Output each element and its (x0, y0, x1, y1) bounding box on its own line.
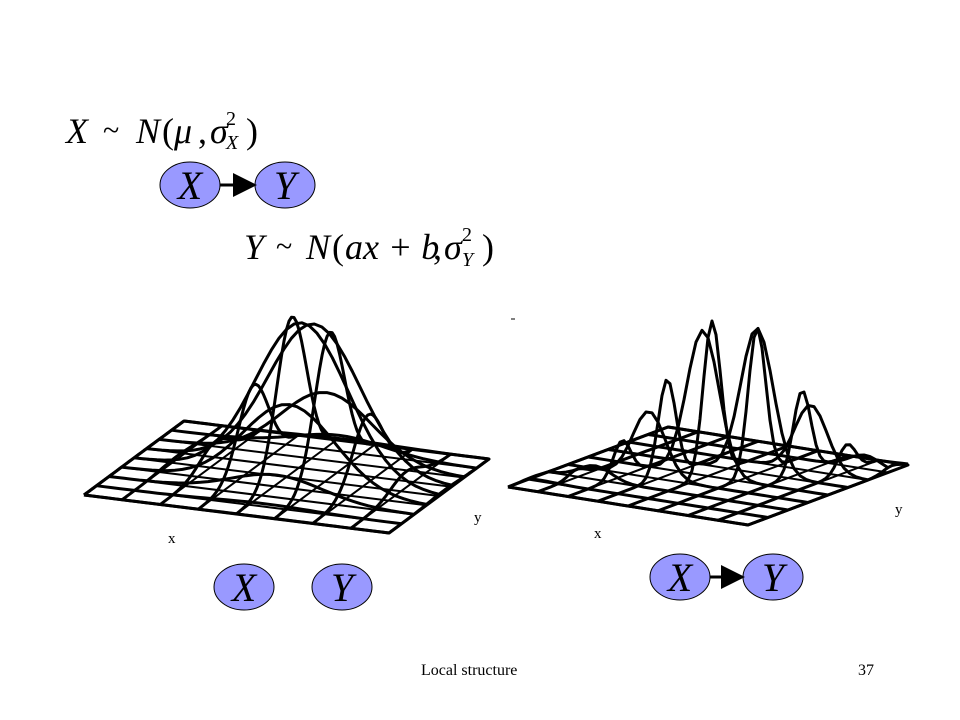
equation-x-prior: X ~ N ( μ , σ 2 X ) (64, 108, 258, 154)
plot-independent-x-label: x (168, 531, 176, 547)
surface-curve (507, 485, 749, 527)
equation-x-comma: , (198, 111, 207, 151)
surface-grid-line (312, 448, 414, 525)
surface-curve (667, 425, 909, 466)
equation-y-comma: , (433, 227, 442, 267)
surface-curve (567, 410, 809, 504)
surface-curve (647, 433, 889, 469)
plot-dependent-y-label: y (895, 502, 903, 518)
surface-curve (158, 391, 465, 479)
graph-top-node-y-label: Y (274, 163, 300, 208)
equation-x-dist: N (135, 111, 162, 151)
surface-curve (607, 327, 849, 489)
surface-curve (108, 472, 415, 516)
surface-curve (527, 477, 769, 519)
page-number: 37 (858, 662, 874, 679)
equation-y-dist: N (305, 227, 332, 267)
equation-y-conditional: Y ~ N ( ax + b , σ 2 Y ) (244, 224, 494, 271)
graph-bottom-left-node-y (311, 563, 373, 611)
equation-x-close-paren: ) (246, 111, 258, 151)
surface-curve (587, 328, 829, 497)
equation-x-sigma: σ (210, 111, 229, 151)
surface-plot-dependent (507, 319, 910, 527)
graph-bottom-left: X Y (213, 563, 373, 611)
plot-dependent-x-label: x (594, 526, 602, 542)
graph-bottom-right: X Y (649, 553, 804, 601)
equation-x-lhs: X (64, 111, 90, 151)
graph-top: X Y (159, 161, 316, 209)
graph-top-node-x-label: X (176, 163, 204, 208)
surface-plot-independent (83, 315, 491, 535)
graph-bottom-left-node-x (213, 563, 275, 611)
surface-curve (133, 321, 440, 496)
equation-x-sup: 2 (226, 108, 236, 130)
equation-y-open-paren: ( (332, 227, 344, 267)
surface-curve (83, 493, 390, 535)
equation-y-mean: ax + b (345, 227, 439, 267)
equation-y-tilde: ~ (276, 230, 292, 263)
surface-curve (146, 322, 452, 487)
graph-bottom-left-node-x-label: X (230, 565, 258, 610)
equation-x-tilde: ~ (103, 114, 119, 147)
surface-curve (183, 419, 490, 461)
footer-title: Local structure (421, 662, 518, 679)
equation-y-lhs: Y (244, 227, 268, 267)
surface-curve (96, 484, 402, 526)
equation-y-close-paren: ) (482, 227, 494, 267)
graph-bottom-right-node-x-label: X (666, 555, 694, 600)
equation-y-sub: Y (462, 249, 475, 271)
plot-independent-y-label: y (474, 510, 482, 526)
surface-curve (547, 464, 789, 512)
equation-x-mean: μ (173, 111, 192, 151)
surface-curve (121, 403, 427, 506)
surface-curve (627, 404, 869, 482)
equation-x-open-paren: ( (162, 111, 174, 151)
graph-bottom-right-node-y-label: Y (762, 555, 788, 600)
graph-bottom-left-node-y-label: Y (331, 565, 357, 610)
surface-curve (171, 428, 477, 470)
equation-y-sup: 2 (462, 224, 472, 246)
equation-x-sub: X (225, 132, 239, 154)
equation-y-sigma: σ (444, 227, 463, 267)
